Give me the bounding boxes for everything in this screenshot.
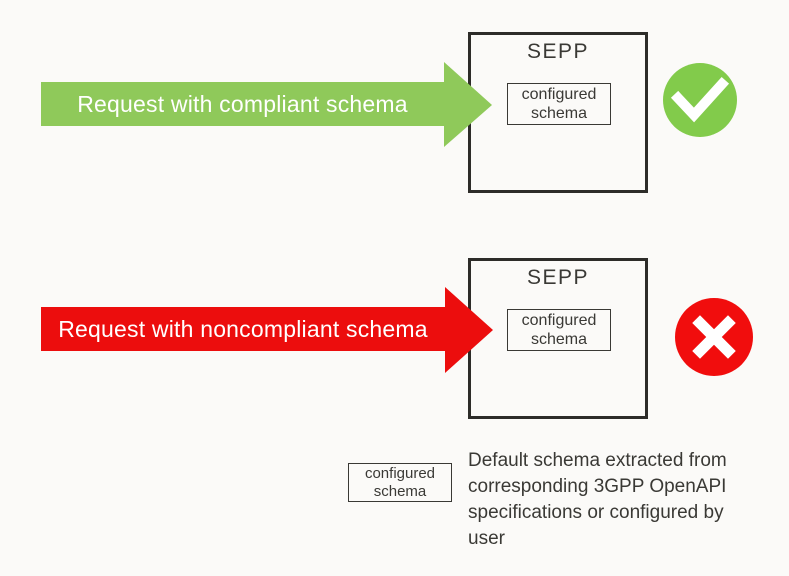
noncompliant-request-arrow: Request with noncompliant schema bbox=[41, 307, 445, 351]
noncompliant-arrow-label: Request with noncompliant schema bbox=[58, 315, 428, 342]
compliant-arrow-label: Request with compliant schema bbox=[77, 90, 408, 117]
legend-box-label-line2: schema bbox=[373, 483, 427, 500]
legend-configured-schema-box: configured schema bbox=[348, 463, 452, 502]
compliant-arrow-head-icon bbox=[444, 62, 492, 147]
compliant-request-arrow: Request with compliant schema bbox=[41, 82, 444, 126]
sepp-node-noncompliant: SEPP configured schema bbox=[468, 258, 648, 419]
configured-schema-box: configured schema bbox=[507, 309, 611, 351]
configured-schema-label-line2: schema bbox=[530, 105, 588, 122]
legend-description-line: user bbox=[468, 528, 505, 549]
sepp-node-compliant: SEPP configured schema bbox=[468, 32, 648, 193]
sepp-node-title: SEPP bbox=[526, 266, 590, 289]
configured-schema-label-line1: configured bbox=[521, 86, 597, 103]
success-check-icon bbox=[663, 63, 737, 137]
legend-description-line: Default schema extracted from bbox=[468, 450, 727, 471]
legend-box-label-line1: configured bbox=[364, 465, 436, 482]
legend-description-line: corresponding 3GPP OpenAPI bbox=[468, 476, 727, 497]
configured-schema-box: configured schema bbox=[507, 83, 611, 125]
failure-cross-icon bbox=[675, 298, 753, 376]
noncompliant-arrow-head-icon bbox=[445, 287, 493, 373]
legend-description: Default schema extracted from correspond… bbox=[468, 448, 786, 552]
configured-schema-label-line1: configured bbox=[521, 312, 597, 329]
sepp-node-title: SEPP bbox=[526, 40, 590, 63]
legend-description-line: specifications or configured by bbox=[468, 502, 724, 523]
configured-schema-label-line2: schema bbox=[530, 331, 588, 348]
